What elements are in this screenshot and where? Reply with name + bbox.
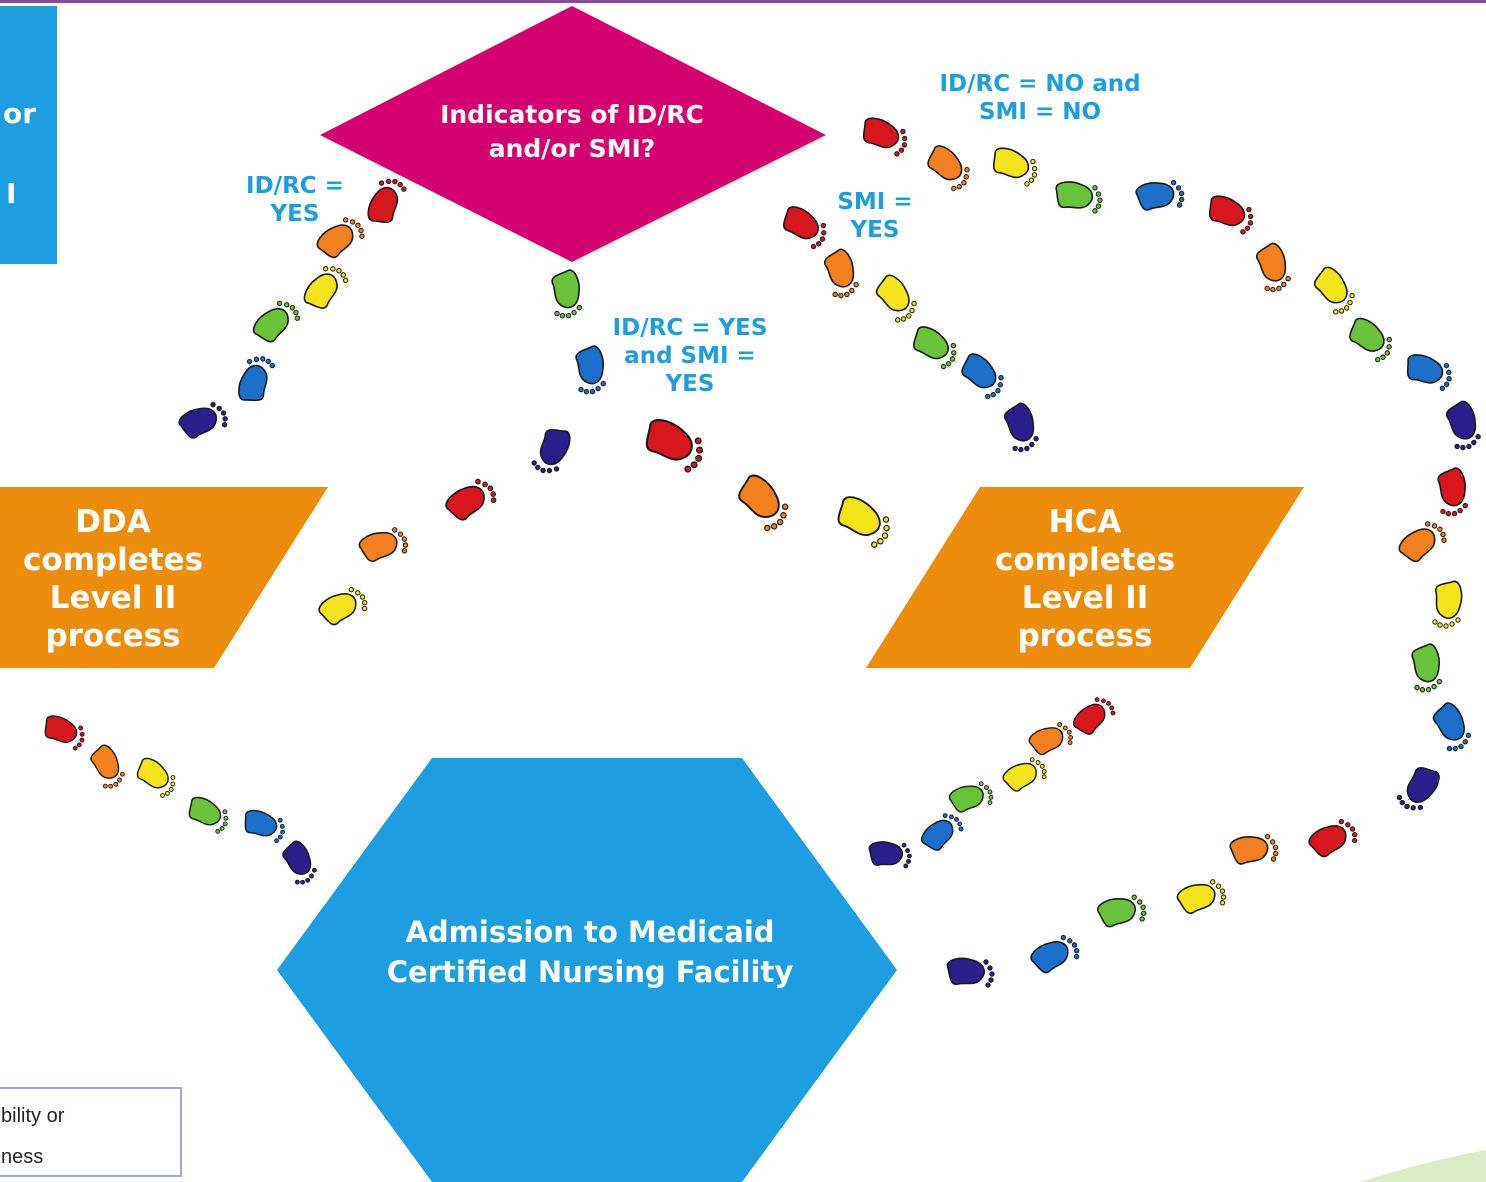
- footprint-34: [1432, 580, 1463, 629]
- admission-hexagon: [277, 758, 897, 1182]
- path-label-smi-yes: SMI = YES: [837, 189, 913, 243]
- footprint-4: [238, 356, 276, 402]
- legend-line-2: ness: [1, 1146, 44, 1168]
- footprint-31: [1445, 400, 1481, 451]
- footprint-49: [868, 841, 912, 869]
- dda-box-shape: [0, 487, 328, 668]
- footprint-22: [927, 145, 970, 192]
- footprint-14: [837, 496, 890, 548]
- left-info-panel: [0, 6, 57, 264]
- path-label-both-yes: ID/RC = YES and SMI = YES: [612, 315, 768, 397]
- hca-box-shape: [866, 487, 1304, 668]
- footprint-11: [318, 586, 368, 626]
- footprint-40: [1176, 879, 1227, 915]
- footprint-29: [1349, 317, 1392, 363]
- footprint-47: [948, 781, 994, 813]
- footprint-53: [188, 796, 229, 834]
- left-panel-text-1: or: [3, 97, 37, 130]
- footprints-group: [44, 117, 1481, 988]
- footprint-21: [862, 117, 908, 157]
- footprint-12: [645, 419, 704, 473]
- dda-box-label: DDA completes Level II process: [22, 504, 204, 654]
- footprint-52: [136, 757, 176, 798]
- decision-label: Indicators of ID/RC and/or SMI?: [440, 100, 704, 163]
- footprint-42: [1030, 934, 1080, 974]
- footprint-2: [303, 266, 349, 309]
- footprint-13: [738, 474, 789, 532]
- footprint-7: [575, 345, 606, 395]
- top-border-line: [0, 0, 1486, 3]
- legend-box: bility or ness: [0, 1087, 182, 1177]
- footprint-19: [961, 353, 1004, 400]
- footprint-39: [1229, 834, 1279, 865]
- footprint-10: [358, 527, 409, 563]
- path-label-both-no: ID/RC = NO and SMI = NO: [939, 71, 1141, 125]
- footprint-20: [1003, 402, 1039, 453]
- footprint-6: [551, 269, 582, 319]
- footprint-27: [1255, 242, 1291, 293]
- footprint-3: [252, 300, 301, 343]
- footprint-24: [1055, 181, 1103, 214]
- footprint-35: [1411, 643, 1442, 693]
- decision-diamond: [320, 6, 826, 262]
- footprint-50: [44, 715, 85, 751]
- footprint-0: [367, 178, 407, 224]
- footprint-28: [1313, 266, 1355, 315]
- footprint-45: [1028, 722, 1074, 756]
- footprint-36: [1432, 702, 1472, 752]
- footprint-15: [782, 206, 827, 250]
- footprint-44: [1072, 697, 1116, 735]
- footprint-8: [531, 428, 571, 474]
- footprint-16: [823, 248, 859, 299]
- footprint-32: [1437, 467, 1468, 517]
- legend-line-1: bility or: [1, 1105, 65, 1127]
- footprint-17: [875, 274, 917, 323]
- footprint-55: [282, 840, 317, 885]
- footprint-5: [178, 401, 228, 439]
- footprint-41: [1096, 894, 1147, 928]
- footprint-25: [1135, 180, 1185, 211]
- left-panel-text-2: I: [6, 177, 17, 210]
- footprint-33: [1398, 521, 1447, 563]
- footprint-46: [1002, 757, 1047, 792]
- path-label-idrc-yes: ID/RC = YES: [246, 173, 344, 227]
- footprint-51: [90, 744, 125, 789]
- footprint-9: [445, 478, 497, 521]
- hca-box-label: HCA completes Level II process: [994, 504, 1176, 654]
- corner-accent: [1360, 1150, 1486, 1182]
- footprint-38: [1308, 818, 1358, 858]
- footprint-54: [244, 809, 286, 844]
- footprint-26: [1208, 195, 1254, 235]
- footprint-30: [1406, 354, 1452, 392]
- admission-label: Admission to Medicaid Certified Nursing …: [386, 915, 794, 989]
- footprint-43: [946, 957, 995, 988]
- footprint-37: [1396, 766, 1440, 811]
- footprint-1: [316, 217, 365, 259]
- footprint-48: [920, 813, 964, 851]
- footprint-18: [912, 326, 957, 370]
- footprint-23: [992, 147, 1038, 187]
